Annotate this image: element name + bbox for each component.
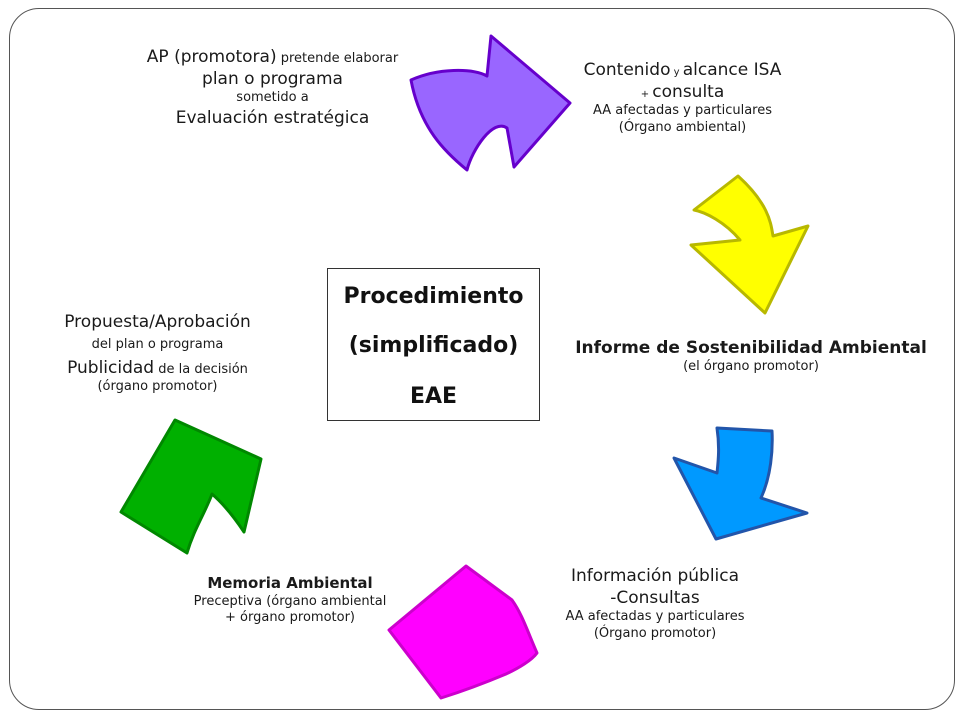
- approval-decision: de la decisión: [154, 361, 248, 377]
- step-report: Informe de Sostenibilidad Ambiental (el …: [556, 337, 946, 376]
- scope-and: y: [670, 67, 683, 78]
- memoria-line2: Preceptiva (órgano ambiental: [193, 593, 387, 609]
- memoria-title: Memoria Ambiental: [207, 574, 373, 592]
- approval-plan: del plan o programa: [91, 337, 224, 353]
- public-consult: -Consultas: [610, 588, 700, 609]
- center-title-1: Procedimiento: [343, 284, 524, 309]
- start-intent: pretende elaborar: [276, 51, 399, 66]
- step-scope: Contenido y alcance ISA + consulta AA af…: [555, 59, 810, 137]
- step-start: AP (promotora) pretende elaborar plan o …: [110, 46, 435, 129]
- start-plan: plan o programa: [202, 69, 343, 90]
- step-approval: Propuesta/Aprobación del plan o programa…: [30, 311, 285, 396]
- yellow-arrow: [689, 174, 810, 315]
- center-title-3: EAE: [409, 384, 458, 409]
- start-evaluation: Evaluación estratégica: [175, 108, 370, 129]
- report-title: Informe de Sostenibilidad Ambiental: [575, 338, 927, 358]
- scope-consult: consulta: [652, 82, 725, 103]
- public-body: (Órgano promotor): [593, 626, 717, 642]
- magenta-arrow: [387, 564, 539, 700]
- start-promoter: AP (promotora): [146, 47, 277, 67]
- scope-parties: AA afectadas y particulares: [592, 103, 773, 119]
- green-arrow: [119, 418, 263, 555]
- approval-body: (órgano promotor): [97, 379, 218, 395]
- step-public: Información pública -Consultas AA afecta…: [520, 565, 790, 643]
- public-title: Información pública: [570, 566, 740, 586]
- center-title-2: (simplificado): [348, 333, 519, 358]
- purple-arrow: [409, 34, 572, 172]
- step-memoria: Memoria Ambiental Preceptiva (órgano amb…: [160, 574, 420, 627]
- slide-frame: [9, 8, 955, 710]
- report-body: (el órgano promotor): [683, 359, 819, 375]
- scope-content: Contenido: [583, 60, 671, 80]
- start-subject: sometido a: [236, 90, 309, 106]
- scope-isa: alcance ISA: [682, 60, 782, 80]
- scope-plus: +: [640, 89, 653, 101]
- memoria-line3: + órgano promotor): [225, 610, 355, 626]
- public-parties: AA afectadas y particulares: [565, 609, 745, 625]
- approval-publicity: Publicidad: [67, 357, 155, 378]
- blue-arrow: [672, 426, 809, 541]
- approval-title: Propuesta/Aprobación: [64, 312, 251, 332]
- scope-body: (Órgano ambiental): [618, 120, 747, 136]
- center-box: Procedimiento (simplificado) EAE: [327, 268, 540, 421]
